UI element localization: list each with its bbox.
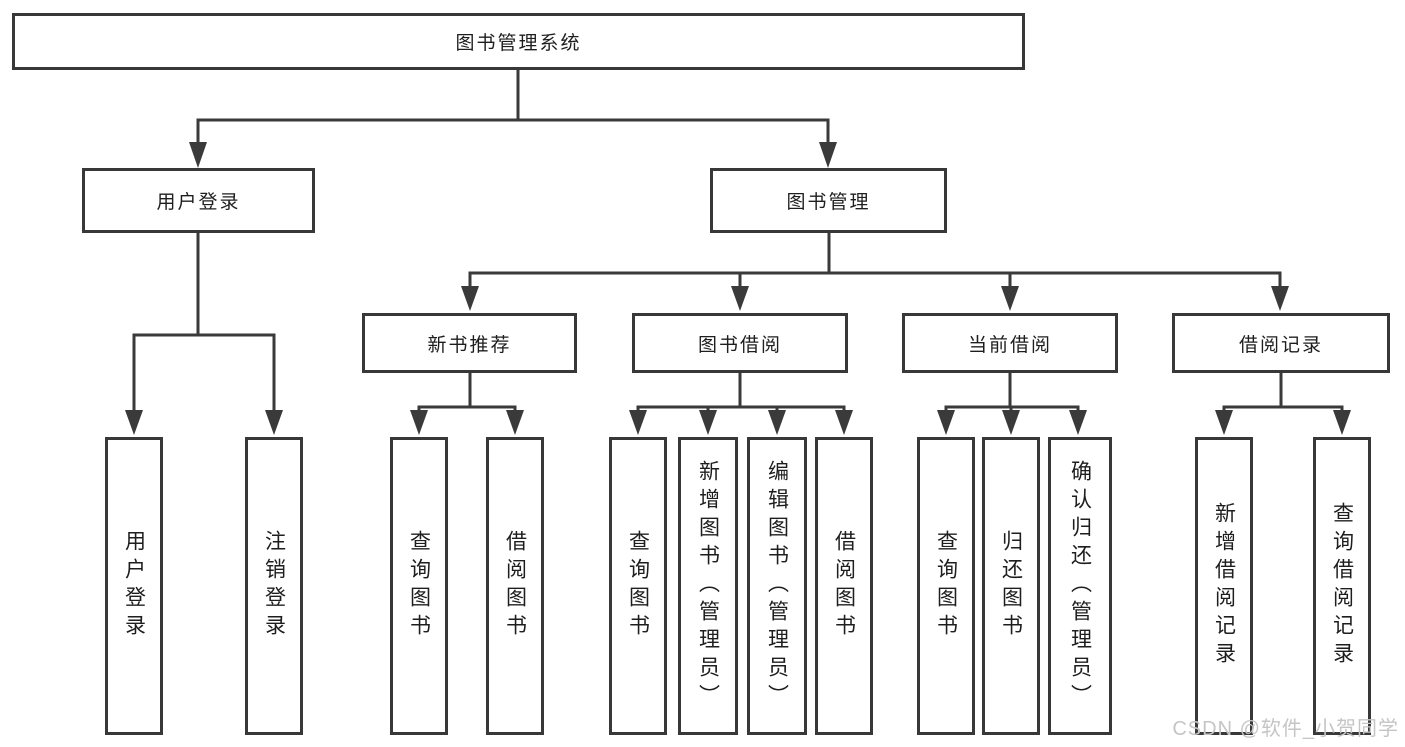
arrowhead-icons: [125, 142, 1351, 435]
node-label: 图书管理: [786, 192, 871, 213]
node-book-management: 图书管理: [710, 168, 947, 233]
leaf-borrow-books: 借阅图书: [815, 437, 873, 735]
node-label: 图书管理系统: [455, 33, 582, 54]
node-user-login: 用户登录: [82, 168, 315, 233]
node-label: 新书推荐: [427, 334, 512, 356]
node-label: 借阅记录: [1238, 334, 1323, 356]
leaf-add-borrow-record: 新增借阅记录: [1195, 437, 1253, 735]
leaf-confirm-return-admin: 确认归还（管理员）: [1048, 437, 1112, 735]
leaf-label: 用户登录: [122, 530, 146, 642]
leaf-query-books: 查询图书: [609, 437, 667, 735]
leaf-label: 归还图书: [999, 530, 1023, 642]
node-label: 当前借阅: [967, 334, 1052, 356]
node-book-borrowing: 图书借阅: [632, 313, 848, 373]
leaf-label: 查询图书: [934, 530, 958, 642]
node-library-management-system: 图书管理系统: [12, 13, 1025, 70]
leaf-label: 确认归还（管理员）: [1068, 460, 1092, 712]
leaf-query-borrow-record: 查询借阅记录: [1313, 437, 1371, 735]
leaf-query-books: 查询图书: [917, 437, 975, 735]
leaf-borrow-books: 借阅图书: [486, 437, 544, 735]
leaf-label: 查询借阅记录: [1330, 502, 1354, 670]
node-new-book-recommendation: 新书推荐: [362, 313, 577, 373]
csdn-watermark: CSDN @软件_小贺同学: [1172, 718, 1399, 740]
leaf-add-books-admin: 新增图书（管理员）: [678, 437, 738, 735]
leaf-label: 新增借阅记录: [1212, 502, 1236, 670]
leaf-label: 查询图书: [626, 530, 650, 642]
node-current-borrowing: 当前借阅: [902, 313, 1118, 373]
leaf-return-books: 归还图书: [982, 437, 1040, 735]
leaf-label: 新增图书（管理员）: [696, 460, 720, 712]
leaf-label: 编辑图书（管理员）: [765, 460, 789, 712]
leaf-logout: 注销登录: [245, 437, 303, 735]
leaf-user-login: 用户登录: [105, 437, 163, 735]
leaf-label: 查询图书: [407, 530, 431, 642]
leaf-label: 借阅图书: [503, 530, 527, 642]
node-borrowing-records: 借阅记录: [1172, 313, 1390, 373]
leaf-edit-books-admin: 编辑图书（管理员）: [747, 437, 807, 735]
node-label: 用户登录: [156, 192, 241, 213]
node-label: 图书借阅: [697, 334, 782, 356]
leaf-label: 注销登录: [262, 530, 286, 642]
leaf-label: 借阅图书: [832, 530, 856, 642]
leaf-query-books: 查询图书: [390, 437, 448, 735]
